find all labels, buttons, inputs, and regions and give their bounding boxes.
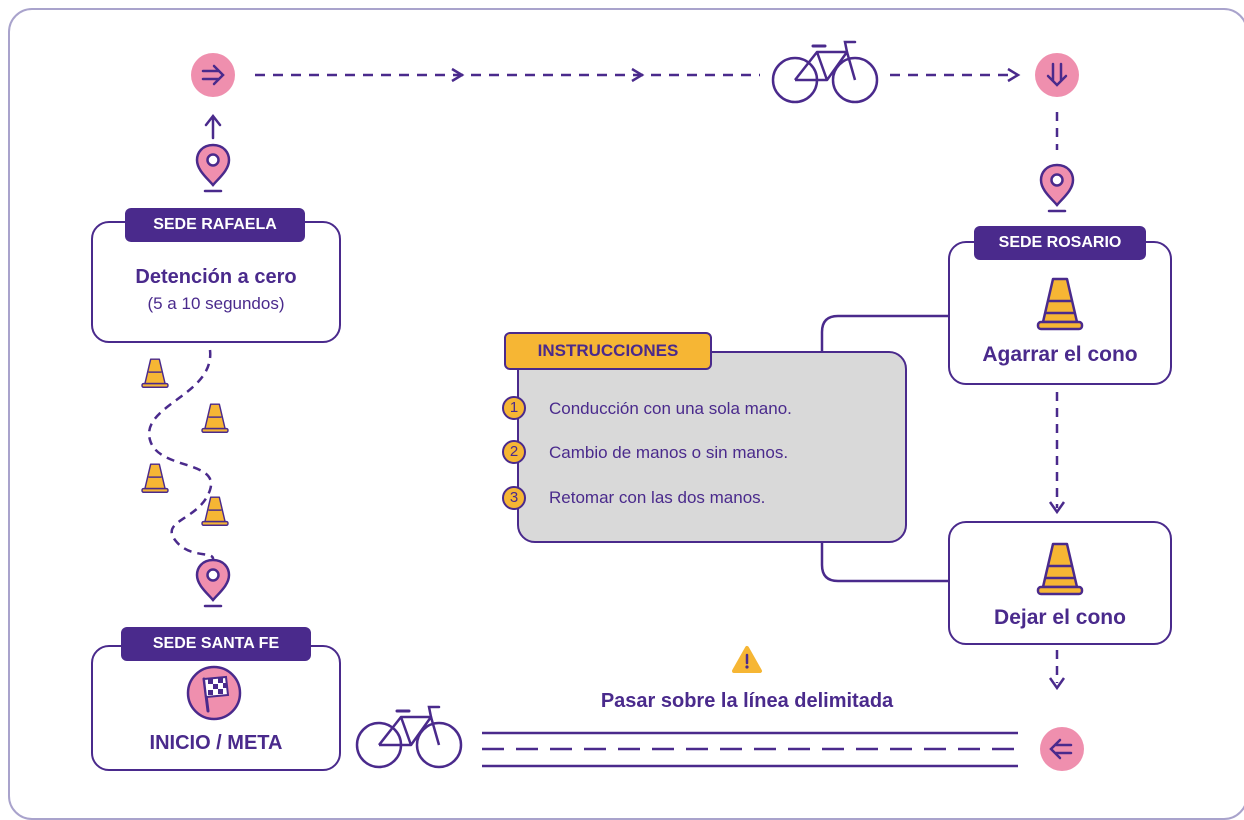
location-pin-icon (195, 143, 231, 193)
instruction-item: Conducción con una sola mano. (549, 399, 792, 418)
traffic-cone-icon (141, 463, 169, 493)
warning-text: Pasar sobre la línea delimitada (600, 690, 894, 712)
top-route-line (255, 67, 1021, 83)
traffic-cone-icon (201, 496, 229, 526)
dejar-cono-box (948, 521, 1172, 645)
instruction-item: Retomar con las dos manos. (549, 488, 766, 507)
dejar-cono-title: Dejar el cono (994, 606, 1126, 629)
bicycle-icon (771, 40, 879, 104)
sede-rosario-tag: SEDE ROSARIO (974, 226, 1146, 260)
sede-santafe-tag: SEDE SANTA FE (121, 627, 311, 661)
arrow-left-icon (1040, 727, 1084, 771)
delimited-line (482, 731, 1018, 768)
slalom-path (147, 349, 215, 561)
instructions-connector (820, 314, 948, 583)
step-number: 3 (502, 486, 526, 510)
arrow-up-icon (204, 113, 222, 140)
checkered-flag-icon (186, 665, 242, 721)
location-pin-icon (1039, 163, 1075, 213)
sede-rosario-title: Agarrar el cono (982, 343, 1138, 366)
location-pin-icon (195, 558, 231, 608)
traffic-cone-icon (201, 403, 229, 433)
arrow-down-icon (1035, 53, 1079, 97)
traffic-cone-icon (1036, 277, 1084, 331)
sede-rafaela-subtitle: (5 a 10 segundos) (147, 294, 285, 313)
instruction-item: Cambio de manos o sin manos. (549, 443, 789, 462)
instructions-tag: INSTRUCCIONES (504, 332, 712, 370)
instructions-panel (517, 351, 907, 543)
traffic-cone-icon (141, 358, 169, 388)
step-number: 1 (502, 396, 526, 420)
sede-santafe-title: INICIO / META (149, 732, 283, 754)
bicycle-icon (355, 705, 463, 769)
warning-icon (732, 646, 762, 673)
step-number: 2 (502, 440, 526, 464)
right-route-line (1048, 112, 1066, 691)
traffic-cone-icon (1036, 542, 1084, 596)
sede-rafaela-tag: SEDE RAFAELA (125, 208, 305, 242)
sede-rafaela-title: Detención a cero (135, 266, 297, 288)
arrow-right-icon (191, 53, 235, 97)
